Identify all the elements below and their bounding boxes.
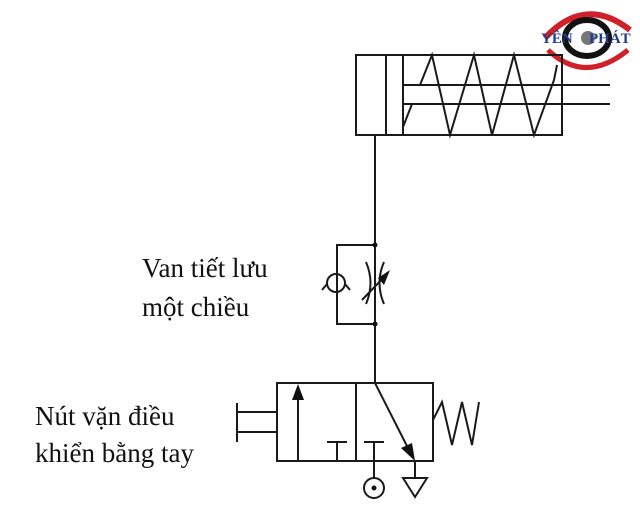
exhaust-symbol (401, 477, 429, 499)
logo-text-right: PHÁT (589, 30, 631, 47)
three-two-way-valve (276, 382, 434, 478)
one-way-flow-control-valve (321, 242, 390, 327)
yen-phat-logo: YÊN PHÁT (541, 11, 632, 70)
pressure-source (363, 477, 385, 499)
logo-text-left: YÊN (541, 30, 573, 47)
return-spring (432, 399, 480, 446)
throttle-valve-label-2: một chiều (142, 292, 250, 322)
throttle-valve-label-1: Van tiết lưu (142, 253, 268, 283)
spring-return-cylinder (355, 51, 610, 139)
manual-button-label-1: Nút vặn điều (35, 401, 175, 431)
manual-push-button (236, 403, 277, 442)
manual-button-label-2: khiển bằng tay (35, 438, 194, 468)
